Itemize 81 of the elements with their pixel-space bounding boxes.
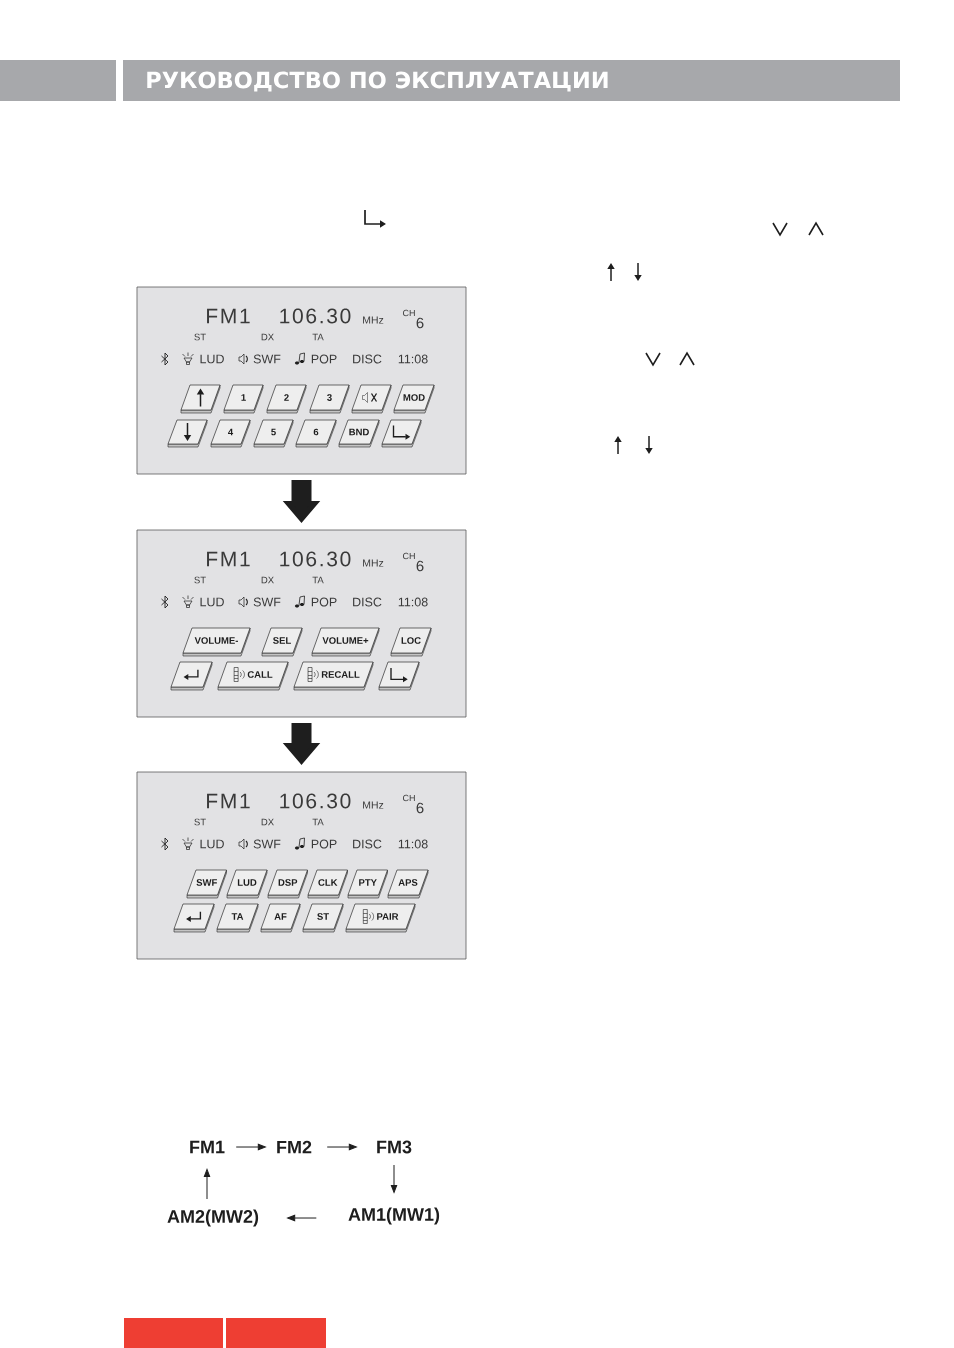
key-button: RECALL xyxy=(293,661,374,691)
key-button xyxy=(351,384,392,414)
mode-label: SWF xyxy=(253,597,281,607)
arrow xyxy=(235,1143,266,1151)
key-button: MOD xyxy=(393,384,435,414)
key-button: 3 xyxy=(309,384,350,414)
band-label: FM1 xyxy=(190,1140,225,1154)
key-button: ST xyxy=(302,903,344,933)
key-button xyxy=(381,419,422,448)
mode-label: DISC xyxy=(353,839,382,849)
key-button: DSP xyxy=(267,869,308,899)
key-button: SEL xyxy=(261,627,303,657)
key-button: LOC xyxy=(390,627,432,657)
key-button: PAIR xyxy=(345,903,416,933)
clock-readout: 11:08 xyxy=(398,354,428,364)
indicator-label: TA xyxy=(312,818,324,826)
key-button: 5 xyxy=(253,419,294,448)
clock-readout: 11:08 xyxy=(398,597,428,607)
key-button: 1 xyxy=(223,384,264,414)
channel-number: 6 xyxy=(416,317,424,329)
mode-label: LUD xyxy=(200,354,224,364)
key-button xyxy=(170,661,213,691)
mode-label: POP xyxy=(311,597,337,607)
mode-label: SWF xyxy=(253,839,281,849)
clock-readout: 11:08 xyxy=(398,839,428,849)
key-button: 6 xyxy=(295,419,337,448)
channel-label: CH xyxy=(402,552,415,560)
key-button: CALL xyxy=(217,661,289,691)
key-button xyxy=(167,419,208,448)
indicator-label: DX xyxy=(261,333,274,341)
key-button: APS xyxy=(387,869,429,899)
mode-label: SWF xyxy=(253,354,281,364)
key-button: SWF xyxy=(186,869,227,899)
arrow xyxy=(390,1164,398,1193)
channel-label: CH xyxy=(402,794,415,802)
key-button: AF xyxy=(260,903,301,933)
indicator-label: ST xyxy=(194,818,206,826)
key-button: 4 xyxy=(210,419,251,448)
indicator-label: ST xyxy=(194,333,206,341)
key-button: PTY xyxy=(347,869,388,899)
band-label: FM3 xyxy=(377,1140,412,1154)
key-button xyxy=(173,903,215,933)
band-label: FM1 xyxy=(207,551,250,567)
band-label: AM1(MW1) xyxy=(348,1207,440,1225)
band-label: AM2(MW2) xyxy=(167,1209,259,1227)
indicator-label: TA xyxy=(312,333,324,341)
mode-label: POP xyxy=(311,354,337,364)
frequency-readout: 106.30 xyxy=(280,793,351,809)
band-label: FM1 xyxy=(207,308,250,324)
arrow xyxy=(287,1214,317,1222)
unit-label: MHz xyxy=(363,801,384,809)
mode-label: POP xyxy=(311,839,337,849)
mode-label: LUD xyxy=(200,839,224,849)
channel-number: 6 xyxy=(416,560,424,572)
indicator-label: TA xyxy=(312,576,324,584)
key-button xyxy=(378,661,420,691)
frequency-readout: 106.30 xyxy=(280,308,351,324)
mode-label: DISC xyxy=(353,597,382,607)
key-button: VOLUME- xyxy=(182,627,251,657)
indicator-label: ST xyxy=(194,576,206,584)
key-button: TA xyxy=(216,903,259,933)
band-label: FM1 xyxy=(207,793,250,809)
key-button: BND xyxy=(338,419,380,448)
mode-label: LUD xyxy=(200,597,224,607)
indicator-label: DX xyxy=(261,576,274,584)
key-button: VOLUME+ xyxy=(311,627,380,657)
key-button: LUD xyxy=(226,869,268,899)
arrow xyxy=(326,1143,357,1151)
channel-label: CH xyxy=(402,309,415,317)
key-button: CLK xyxy=(307,869,348,899)
mode-label: DISC xyxy=(353,354,382,364)
key-button: 2 xyxy=(266,384,307,414)
key-button xyxy=(180,384,221,414)
channel-number: 6 xyxy=(416,802,424,814)
frequency-readout: 106.30 xyxy=(280,551,351,567)
header-bar: РУКОВОДСТВО ПО ЭКСПЛУАТАЦИИ xyxy=(123,60,900,101)
band-label: FM2 xyxy=(277,1140,312,1154)
unit-label: MHz xyxy=(363,559,384,567)
arrow xyxy=(203,1168,211,1200)
unit-label: MHz xyxy=(363,316,384,324)
indicator-label: DX xyxy=(261,818,274,826)
